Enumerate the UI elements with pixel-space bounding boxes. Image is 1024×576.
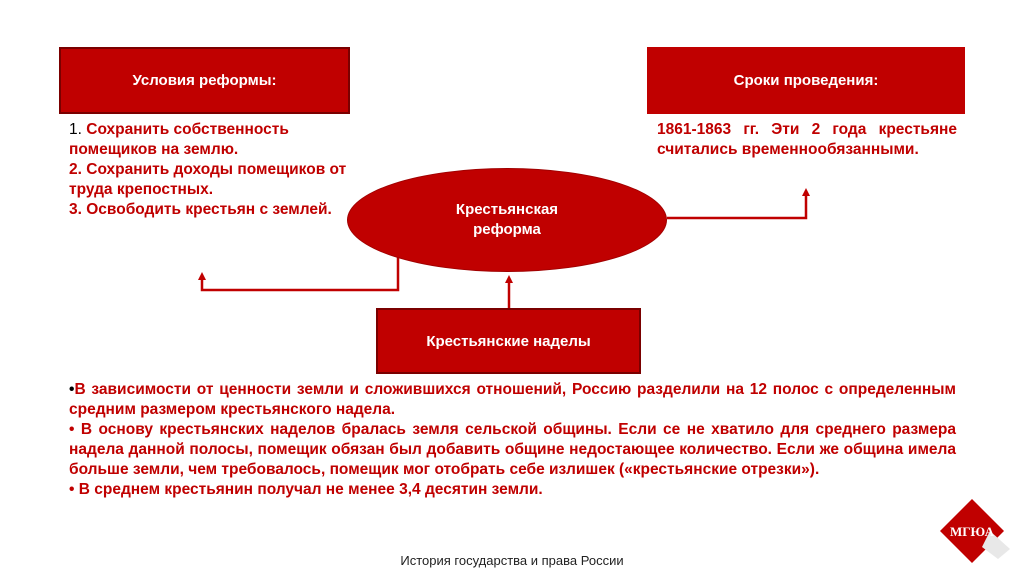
terms-box: Сроки проведения: [647,47,965,114]
ellipse-line-2: реформа [473,221,541,238]
bullet-item: •В зависимости от ценности земли и сложи… [69,381,956,418]
logo-ribbon [982,531,1010,559]
condition-item: 1. Сохранить собственность помещиков на … [69,121,289,158]
condition-item: 2. Сохранить доходы помещиков от труда к… [69,161,347,198]
terms-text: 1861-1863 гг. Эти 2 года крестьяне счита… [657,121,957,158]
arrow-to-conditions [198,252,400,292]
ellipse-line-1: Крестьянская [455,201,559,218]
terms-title: Сроки проведения: [733,72,879,89]
conditions-list: 1. Сохранить собственность помещиков на … [69,120,349,220]
footer-title: История государства и права России [400,553,624,568]
bullet-list: •В зависимости от ценности земли и сложи… [69,380,956,500]
allotments-title: Крестьянские наделы [426,332,591,350]
condition-item: 3. Освободить крестьян с землей. [69,201,332,218]
bullet-item: • В основу крестьянских наделов бралась … [69,421,956,478]
logo-text: МГЮА [950,524,995,539]
peasant-reform-ellipse: Крестьянская реформа [347,168,667,272]
mgua-logo: МГЮА [940,499,1010,563]
conditions-title: Условия реформы: [132,72,277,89]
arrow-to-terms [667,188,810,220]
bullet-item: • В среднем крестьянин получал не менее … [69,481,543,498]
allotments-box: Крестьянские наделы [376,308,641,374]
conditions-box: Условия реформы: [59,47,350,114]
